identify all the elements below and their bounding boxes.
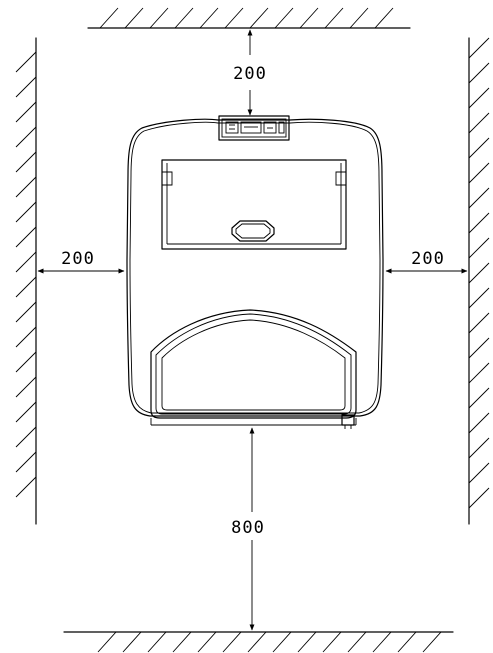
- unit-outer-casing: [126, 118, 384, 417]
- drain-fitting: [341, 414, 355, 426]
- upper-window: [161, 159, 347, 250]
- left-wall-hatching: [15, 51, 37, 498]
- left-wall: [15, 37, 37, 525]
- unit-body: [126, 115, 384, 429]
- top-wall-hatching: [99, 7, 394, 29]
- control-panel: [218, 115, 290, 141]
- left-clearance-label: 200: [61, 249, 95, 269]
- bottom-wall: [63, 631, 454, 653]
- right-wall: [468, 37, 490, 525]
- bottom-wall-hatching: [97, 631, 442, 653]
- right-wall-hatching: [468, 37, 490, 509]
- bottom-clearance-label: 800: [231, 518, 265, 538]
- top-clearance-dimension: 200: [233, 29, 267, 116]
- lower-opening: [150, 309, 357, 429]
- right-clearance-label: 200: [411, 249, 445, 269]
- bottom-clearance-dimension: 800: [231, 427, 265, 631]
- left-clearance-dimension: 200: [37, 249, 125, 274]
- right-clearance-dimension: 200: [385, 249, 468, 274]
- top-clearance-label: 200: [233, 64, 267, 84]
- top-wall: [87, 7, 411, 29]
- badge-icon: [231, 220, 275, 242]
